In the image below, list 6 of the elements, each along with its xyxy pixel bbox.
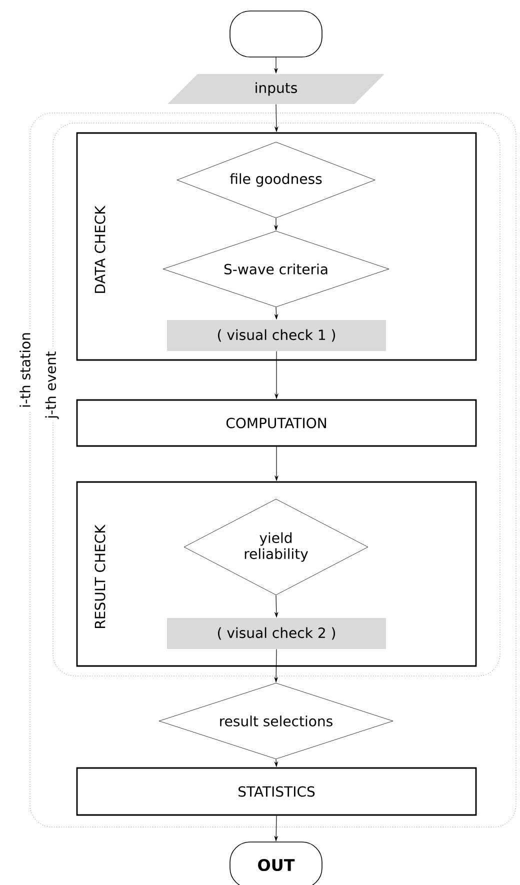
process-box: ( visual check 2 )	[167, 618, 386, 649]
input-parallelogram: inputs	[168, 74, 384, 104]
process-box: COMPUTATION	[76, 399, 477, 447]
process-box: STATISTICS	[76, 767, 477, 816]
node-label: i-th station	[20, 333, 30, 407]
process-box: ( visual check 1 )	[167, 320, 386, 351]
